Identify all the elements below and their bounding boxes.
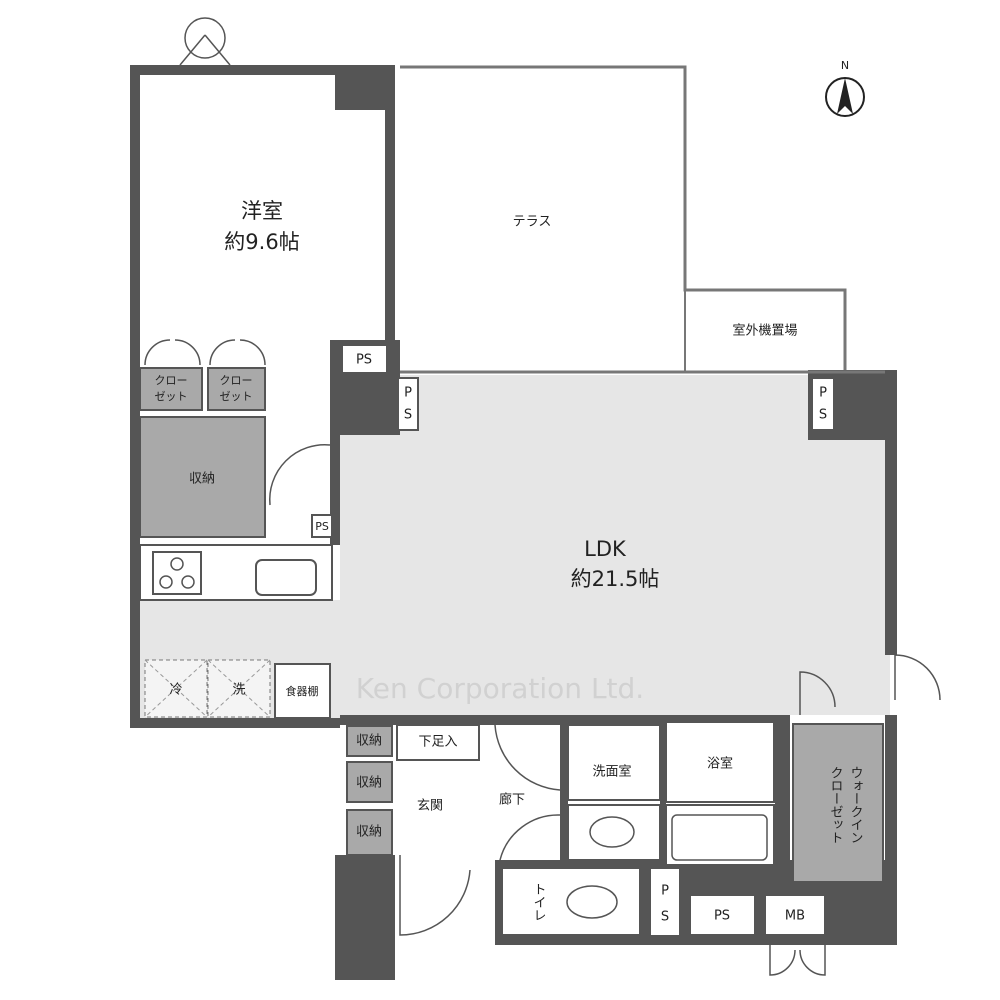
closet-2-label: クロー (220, 374, 253, 387)
wall (130, 65, 395, 75)
wic-label: ウォークイン (848, 766, 863, 844)
wall (775, 720, 790, 885)
storage-entry-3[interactable] (346, 809, 393, 856)
cupboard (274, 663, 331, 719)
wic-label: クローゼット (828, 766, 844, 844)
side-door-icon[interactable] (894, 654, 941, 701)
wall (885, 370, 897, 655)
shoe-box (396, 724, 480, 761)
sink-icon (255, 559, 317, 596)
ps-label: PS (714, 909, 730, 924)
ldk-size: 約21.5帖 (571, 567, 660, 591)
entrance-label: 玄関 (417, 799, 443, 814)
closet-1-label: クロー (155, 374, 188, 387)
washroom (567, 724, 661, 801)
wall (560, 720, 568, 860)
ps-label: P (661, 884, 669, 899)
closet-2[interactable] (207, 367, 266, 411)
vanity (567, 804, 661, 861)
shoe-box-label: 下足入 (418, 735, 457, 750)
front-door-icon[interactable] (399, 855, 471, 936)
wic-door-icon[interactable] (799, 671, 836, 715)
ps-label: S (819, 408, 827, 423)
storage-label: 収納 (356, 776, 382, 791)
closet-2-label: ゼット (220, 390, 253, 403)
washbasin-icon (589, 816, 635, 848)
ps-box (311, 514, 333, 538)
wall (660, 720, 666, 865)
bathroom (665, 721, 775, 803)
ps-label: PS (356, 353, 372, 368)
storage-main[interactable] (139, 416, 266, 538)
wall (330, 435, 340, 545)
ps-label: P (819, 386, 827, 401)
washer-label: 洗 (232, 683, 245, 698)
fridge-label: 冷 (169, 683, 182, 698)
north-arrow-icon: N (825, 59, 865, 117)
ps-label: S (661, 910, 669, 925)
bathroom-label: 浴室 (707, 756, 733, 772)
mb-door-icon[interactable] (769, 945, 826, 976)
door-swing-icon[interactable] (494, 724, 561, 861)
terrace-label: テラス (513, 215, 552, 230)
storage-entry-2[interactable] (346, 761, 393, 803)
western-room-size: 約9.6帖 (224, 230, 299, 254)
cupboard-label: 食器棚 (286, 684, 319, 698)
ps-label: PS (315, 520, 329, 533)
washroom-label: 洗面室 (592, 764, 631, 780)
walk-in-closet[interactable] (792, 723, 884, 883)
ps-box (649, 867, 681, 937)
toilet-icon (566, 885, 618, 919)
watermark: Ken Corporation Ltd. (356, 672, 644, 705)
closet-1[interactable] (139, 367, 203, 411)
ldk-floor (340, 375, 890, 715)
ps-label: P (404, 386, 412, 401)
stove-icon (152, 551, 202, 595)
western-room-name: 洋室 (241, 199, 283, 223)
mb-box (764, 894, 826, 936)
storage-main-label: 収納 (189, 472, 215, 487)
ps-label: S (404, 408, 412, 423)
toilet-label: トイレ (531, 883, 546, 922)
ps-box (811, 377, 835, 431)
mb-label: MB (785, 909, 805, 924)
storage-label: 収納 (356, 825, 382, 840)
storage-entry-1[interactable] (346, 725, 393, 757)
bathtub-icon (671, 814, 768, 861)
wall (130, 65, 140, 728)
north-label: N (841, 59, 849, 72)
wall-column (335, 855, 395, 980)
door-swing-icon[interactable] (269, 444, 331, 506)
toilet (501, 867, 641, 936)
ps-box (689, 894, 756, 936)
storage-label: 収納 (356, 734, 382, 749)
closet-doors-icon[interactable] (144, 339, 266, 366)
closet-1-label: ゼット (155, 390, 188, 403)
ps-box (341, 344, 388, 374)
wall (385, 75, 395, 345)
door-swing (184, 17, 226, 59)
hallway-label: 廊下 (499, 792, 525, 808)
wall (130, 718, 340, 728)
bathtub-area (665, 804, 775, 866)
ps-box (397, 377, 419, 431)
outdoor-unit-label: 室外機置場 (732, 323, 797, 339)
ldk-name: LDK (584, 537, 627, 561)
balcony-door-icon[interactable] (179, 34, 231, 66)
